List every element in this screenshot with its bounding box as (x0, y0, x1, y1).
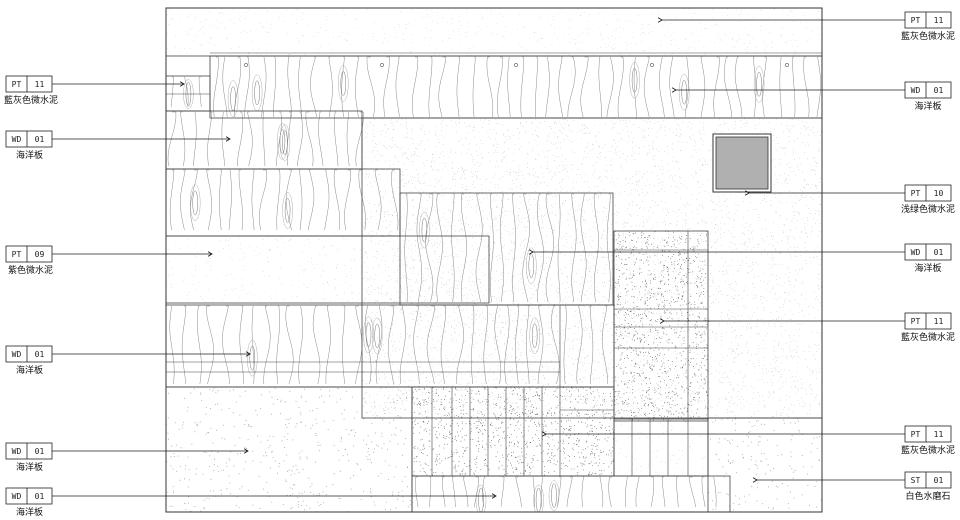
tag-number: 01 (35, 492, 45, 501)
tag-code: WD (12, 135, 22, 144)
tag-number: 11 (934, 16, 944, 25)
material-tag: WD 01 海洋板 (5, 487, 496, 518)
tag-material-name: 藍灰色微水泥 (901, 331, 955, 343)
screw-dot (650, 63, 654, 67)
tag-code: PT (911, 430, 921, 439)
tag-material-name: 藍灰色微水泥 (4, 94, 58, 106)
wood-panel-lower-texture (169, 305, 608, 385)
tag-code: WD (12, 350, 22, 359)
wood-panel-bottom (412, 476, 730, 512)
wood-panel-upper (210, 56, 822, 118)
screw-dot (244, 63, 248, 67)
tag-number: 01 (934, 248, 944, 257)
material-tag: PT 09 紫色微水泥 (5, 245, 212, 276)
wood-panel-lower (166, 305, 614, 387)
concrete-strips-right (614, 419, 708, 476)
wood-panel-left-mid-texture (169, 169, 399, 231)
tag-material-name: 白色水磨石 (905, 490, 950, 502)
drawing-frame (165, 7, 823, 513)
concrete-panel-purple (166, 236, 489, 303)
tag-code: PT (911, 16, 921, 25)
tag-code: PT (911, 189, 921, 198)
tag-material-name: 海洋板 (16, 461, 43, 473)
concrete-panel-top (166, 8, 822, 56)
wood-panel-center-texture (404, 193, 611, 303)
tag-number: 11 (934, 317, 944, 326)
tag-material-name: 海洋板 (16, 364, 43, 376)
tag-number: 01 (35, 135, 45, 144)
tag-code: WD (12, 492, 22, 501)
tag-number: 10 (934, 189, 944, 198)
tag-material-name: 海洋板 (16, 149, 43, 161)
tag-material-name: 海洋板 (914, 262, 941, 274)
material-tag: WD 01 海洋板 (533, 243, 952, 274)
tag-code: PT (12, 80, 22, 89)
tag-material-name: 紫色微水泥 (8, 264, 53, 276)
tag-material-name: 浅绿色微水泥 (901, 203, 955, 215)
material-tag: PT 11 藍灰色微水泥 (546, 425, 955, 456)
material-tag: WD 01 海洋板 (5, 442, 248, 473)
tag-number: 01 (35, 447, 45, 456)
screw-dot (785, 63, 789, 67)
tag-material-name: 海洋板 (16, 506, 43, 518)
material-callouts: PT 11 藍灰色微水泥 PT 11 藍灰色微水泥 WD 01 海洋板 WD (4, 11, 955, 518)
tag-code: PT (12, 250, 22, 259)
tag-code: WD (911, 248, 921, 257)
material-tag: ST 01 白色水磨石 (757, 471, 952, 502)
wood-panel-left-upper (166, 111, 362, 169)
material-tag: PT 11 藍灰色微水泥 (4, 75, 184, 106)
tag-code: ST (911, 476, 921, 485)
screw-dot (380, 63, 384, 67)
wood-panel-bottom-texture (415, 476, 717, 512)
tag-number: 01 (934, 476, 944, 485)
texture-layer (166, 8, 822, 512)
terrazzo-panel-left (166, 387, 412, 512)
tag-code: WD (911, 86, 921, 95)
screw-dot (514, 63, 518, 67)
tag-material-name: 藍灰色微水泥 (901, 444, 955, 456)
square-opening (712, 133, 772, 193)
tag-number: 11 (35, 80, 45, 89)
tag-number: 11 (934, 430, 944, 439)
tag-code: WD (12, 447, 22, 456)
tag-material-name: 藍灰色微水泥 (901, 30, 955, 42)
material-tag: WD 01 海洋板 (676, 81, 952, 112)
tag-number: 01 (35, 350, 45, 359)
material-tag: WD 01 海洋板 (5, 130, 230, 161)
tag-number: 09 (35, 250, 45, 259)
tag-code: PT (911, 317, 921, 326)
tag-material-name: 海洋板 (914, 100, 941, 112)
micro-cement-column (614, 231, 708, 421)
micro-cement-strips (412, 387, 614, 476)
material-tag: WD 01 海洋板 (5, 345, 250, 376)
wood-panel-left-upper-texture (167, 111, 364, 167)
wood-panel-upper-texture (213, 56, 821, 118)
material-tag: PT 11 藍灰色微水泥 (664, 312, 955, 343)
material-tag: PT 11 藍灰色微水泥 (662, 11, 955, 42)
tag-number: 01 (934, 86, 944, 95)
material-tag: PT 10 浅绿色微水泥 (749, 184, 955, 215)
